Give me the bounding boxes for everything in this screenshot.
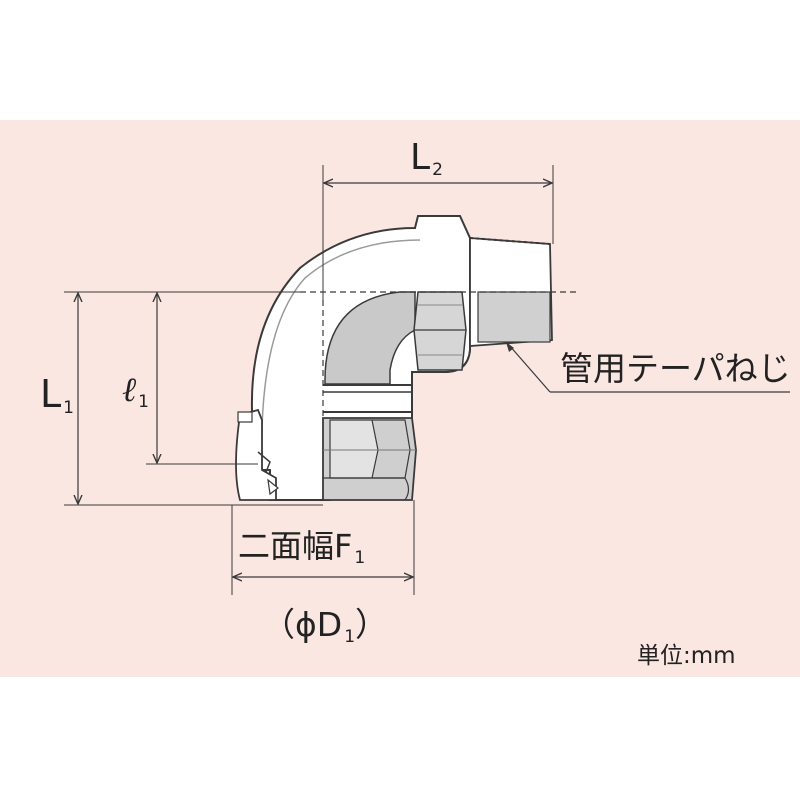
elbow-bore <box>324 291 416 385</box>
unit-label: 単位:mm <box>637 643 736 669</box>
taper-leader <box>508 344 551 393</box>
taper-thread-label: 管用テーパねじ <box>560 349 791 388</box>
top-hex <box>413 291 467 371</box>
coupler-clip <box>235 408 277 501</box>
